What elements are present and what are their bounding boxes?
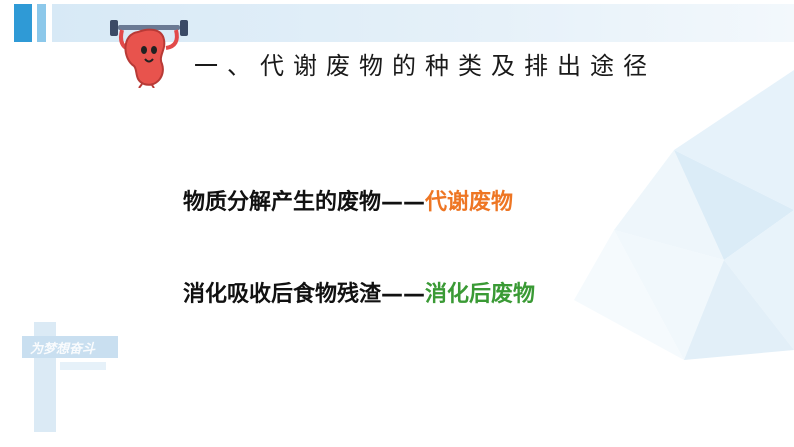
decorative-polygon-background [574, 70, 794, 360]
line-1-highlight: 代谢废物 [425, 190, 514, 215]
watermark-text: 为梦想奋斗 [30, 342, 96, 357]
header-accent-square-small [37, 4, 46, 42]
line-2-highlight: 消化后废物 [425, 282, 536, 307]
watermark-logo [22, 322, 118, 432]
page-title: 一、代谢废物的种类及排出途径 [194, 52, 656, 80]
line-2-text: 消化吸收后食物残渣—— [183, 282, 426, 307]
header-accent-square [14, 4, 32, 42]
kidney-mascot-icon [110, 20, 188, 88]
content-line-metabolic: 物质分解产生的废物——代谢废物 [183, 184, 513, 216]
content-line-digestive: 消化吸收后食物残渣——消化后废物 [183, 276, 535, 308]
line-1-text: 物质分解产生的废物—— [183, 190, 426, 215]
